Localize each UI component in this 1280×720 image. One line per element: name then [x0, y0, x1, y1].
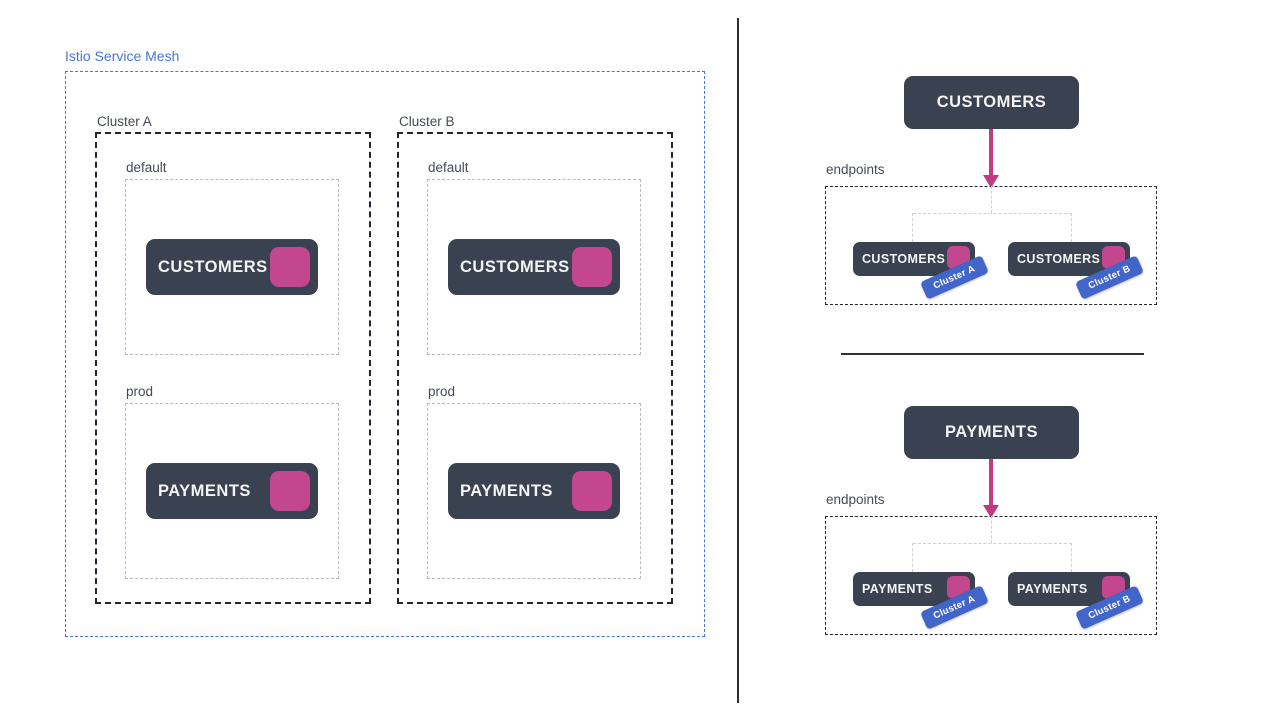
namespace-prod: prod PAYMENTS — [125, 384, 339, 579]
tree-connector — [913, 543, 1072, 544]
sidecar-icon — [572, 471, 612, 511]
service-name: CUSTOMERS — [158, 257, 268, 276]
endpoints-box: PAYMENTS Cluster A PAYMENTS Cluster B — [825, 516, 1157, 635]
arrow-head-icon — [983, 175, 999, 188]
payments-service-node: PAYMENTS — [904, 406, 1079, 459]
endpoint-node: PAYMENTS Cluster B — [1008, 572, 1144, 630]
namespace-box: CUSTOMERS — [427, 179, 641, 355]
tree-connector — [912, 213, 913, 242]
endpoint-node: CUSTOMERS Cluster B — [1008, 242, 1144, 300]
arrow-head-icon — [983, 505, 999, 518]
tree-connector — [991, 186, 992, 213]
cluster-b-label: Cluster B — [399, 114, 455, 129]
namespace-default: default CUSTOMERS — [125, 160, 339, 355]
tree-connector — [1071, 543, 1072, 572]
service-node: PAYMENTS — [448, 463, 620, 519]
service-name: CUSTOMERS — [460, 257, 570, 276]
cluster-a-label: Cluster A — [97, 114, 152, 129]
sidecar-icon — [572, 247, 612, 287]
sidecar-icon — [270, 471, 310, 511]
vertical-divider — [737, 18, 739, 703]
service-node: CUSTOMERS — [146, 239, 318, 295]
service-node: PAYMENTS — [146, 463, 318, 519]
namespace-default: default CUSTOMERS — [427, 160, 641, 355]
endpoint-name: PAYMENTS — [862, 582, 933, 596]
namespace-label: prod — [126, 384, 154, 399]
endpoints-box: CUSTOMERS Cluster A CUSTOMERS Cluster B — [825, 186, 1157, 305]
service-name: PAYMENTS — [460, 481, 553, 500]
namespace-box: CUSTOMERS — [125, 179, 339, 355]
service-node: CUSTOMERS — [448, 239, 620, 295]
cluster-b: Cluster B default CUSTOMERS prod PAYMENT… — [397, 114, 673, 604]
service-name: PAYMENTS — [158, 481, 251, 500]
namespace-box: PAYMENTS — [427, 403, 641, 579]
cluster-a: Cluster A default CUSTOMERS prod PAYMENT… — [95, 114, 371, 604]
endpoint-name: CUSTOMERS — [1017, 252, 1101, 266]
namespace-box: PAYMENTS — [125, 403, 339, 579]
namespace-label: prod — [428, 384, 456, 399]
tree-connector — [913, 213, 1072, 214]
mesh-title: Istio Service Mesh — [65, 48, 180, 64]
namespace-label: default — [126, 160, 167, 175]
endpoint-node: CUSTOMERS Cluster A — [853, 242, 989, 300]
endpoint-name: PAYMENTS — [1017, 582, 1088, 596]
mesh-boundary-box — [65, 71, 705, 637]
tree-connector — [1071, 213, 1072, 242]
endpoints-label: endpoints — [826, 162, 885, 177]
horizontal-divider — [841, 353, 1144, 355]
tree-connector — [912, 543, 913, 572]
namespace-label: default — [428, 160, 469, 175]
tree-connector — [991, 516, 992, 543]
endpoint-name: CUSTOMERS — [862, 252, 946, 266]
endpoints-label: endpoints — [826, 492, 885, 507]
customers-service-node: CUSTOMERS — [904, 76, 1079, 129]
cluster-a-box: default CUSTOMERS prod PAYMENTS — [95, 132, 371, 604]
cluster-b-box: default CUSTOMERS prod PAYMENTS — [397, 132, 673, 604]
endpoint-node: PAYMENTS Cluster A — [853, 572, 989, 630]
sidecar-icon — [270, 247, 310, 287]
arrow-down-icon — [989, 459, 993, 507]
arrow-down-icon — [989, 129, 993, 177]
namespace-prod: prod PAYMENTS — [427, 384, 641, 579]
